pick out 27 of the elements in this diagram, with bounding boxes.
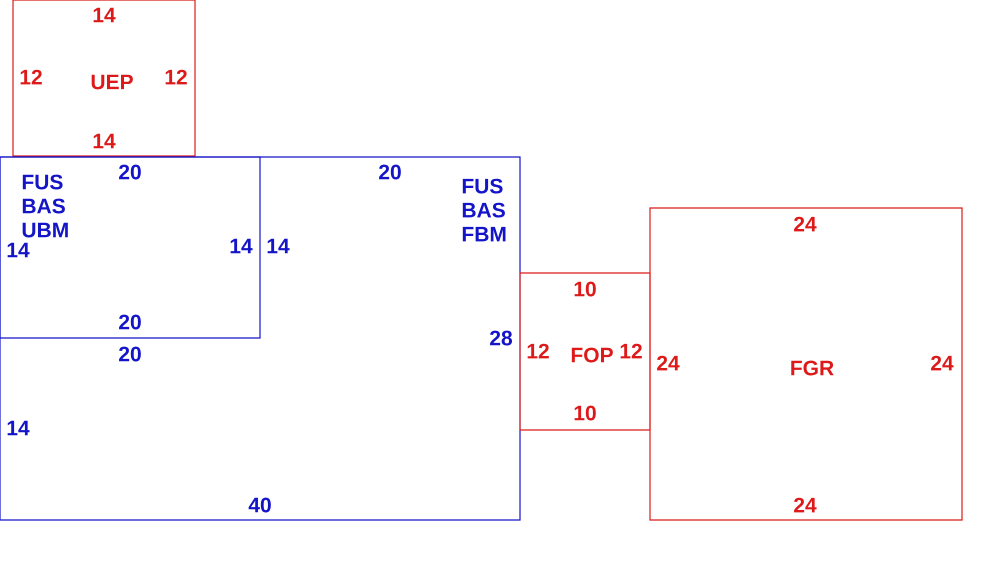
dimension-label: 20 [119,164,141,180]
dimension-label: 24 [931,356,954,370]
dimension-label: 20 [379,164,401,180]
dimension-label: 28 [490,330,512,346]
dimension-label: 12 [166,70,187,84]
room-label: FUS BAS FBM [462,178,506,242]
room-label: FGR [791,360,834,376]
dimension-label: 14 [230,238,253,254]
dimension-label: 24 [657,356,680,370]
dimension-label: 12 [20,70,42,84]
dimension-label: 40 [248,498,271,512]
dimension-label: 24 [794,216,817,232]
room-label: FOP [572,348,613,362]
dimension-label: 14 [8,420,30,436]
dimension-label: 20 [119,314,141,330]
dimension-label: 24 [794,498,817,512]
room-label: FUS BAS UBM [22,174,68,238]
dimension-label: 14 [94,134,116,148]
dimension-label: 12 [528,344,549,358]
dimension-label: 12 [620,344,642,358]
dimension-label: 14 [8,242,30,258]
dimension-label: 14 [268,238,290,254]
dimension-label: 10 [574,406,596,420]
dimension-label: 10 [574,282,596,296]
dimension-label: 20 [119,346,141,362]
dimension-label: 14 [94,8,116,22]
room-label: UEP [92,74,133,90]
